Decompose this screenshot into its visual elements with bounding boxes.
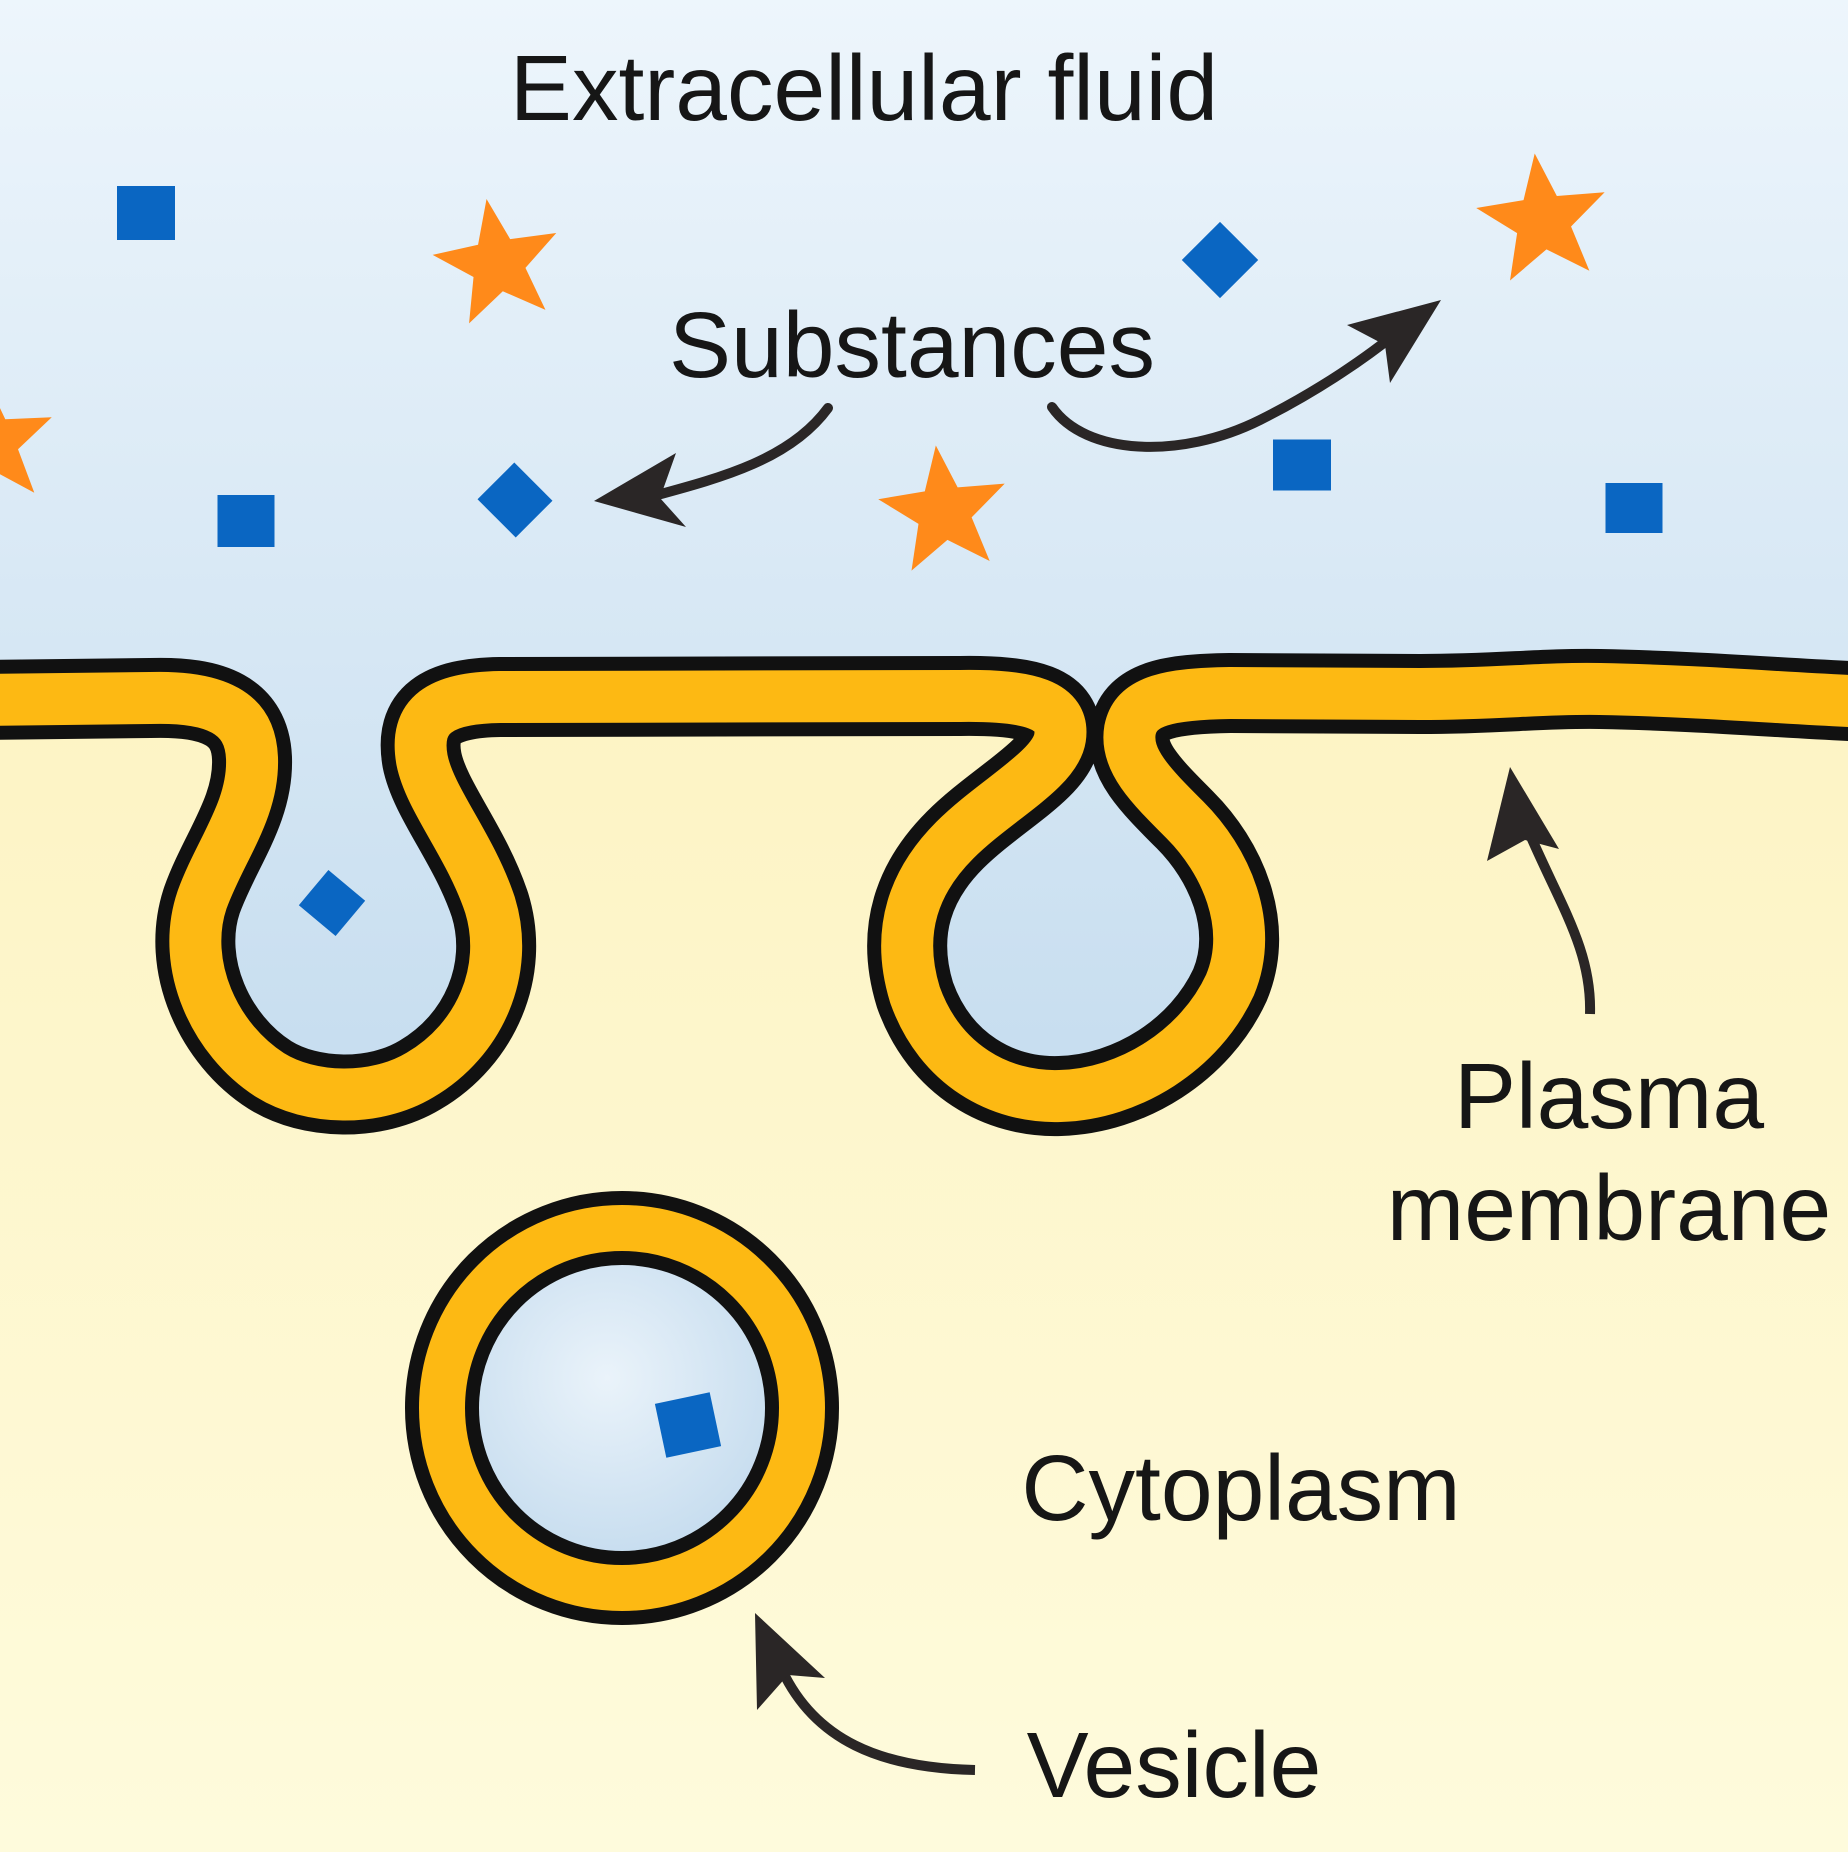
substance-star: [878, 445, 1005, 571]
arrow-head: [1347, 300, 1441, 383]
vesicle-lumen: [472, 1258, 772, 1558]
arrow-plasma-membrane: [1487, 767, 1596, 1015]
arrow-shaft: [1523, 828, 1596, 1015]
label-vesicle: Vesicle: [1027, 1713, 1322, 1817]
arrow-head: [755, 1613, 825, 1710]
substances-group: [0, 153, 1663, 1458]
label-plasma-membrane-line2: membrane: [1387, 1156, 1832, 1260]
label-extracellular-fluid: Extracellular fluid: [510, 36, 1218, 140]
arrow-head: [594, 453, 686, 527]
label-plasma-membrane-line1: Plasma: [1454, 1044, 1764, 1148]
arrows: [594, 300, 1596, 1775]
arrow-shaft: [777, 1667, 976, 1775]
arrow-shaft: [1047, 325, 1405, 452]
substance-square-in-vesicle: [654, 1392, 722, 1458]
plasma-membrane: [0, 662, 1848, 1123]
arrow-shaft: [645, 403, 833, 502]
substance-star: [0, 408, 52, 493]
substance-diamond: [1181, 221, 1259, 299]
label-cytoplasm: Cytoplasm: [1021, 1436, 1460, 1540]
substance-star: [1476, 153, 1605, 281]
substance-diamond: [477, 462, 553, 538]
arrow-substances-left: [594, 403, 833, 527]
substance-square-invaginating: [298, 869, 366, 937]
arrow-substances-right: [1047, 300, 1441, 452]
substance-square: [217, 495, 275, 547]
vesicle: [405, 1191, 839, 1625]
label-substances: Substances: [669, 293, 1155, 397]
substance-square: [1605, 483, 1663, 533]
arrow-vesicle: [755, 1613, 976, 1775]
arrow-head: [1487, 767, 1559, 861]
substance-star: [432, 199, 557, 324]
substance-square: [1273, 439, 1331, 491]
substance-square: [117, 186, 175, 240]
vesicle-membrane: [419, 1205, 825, 1611]
